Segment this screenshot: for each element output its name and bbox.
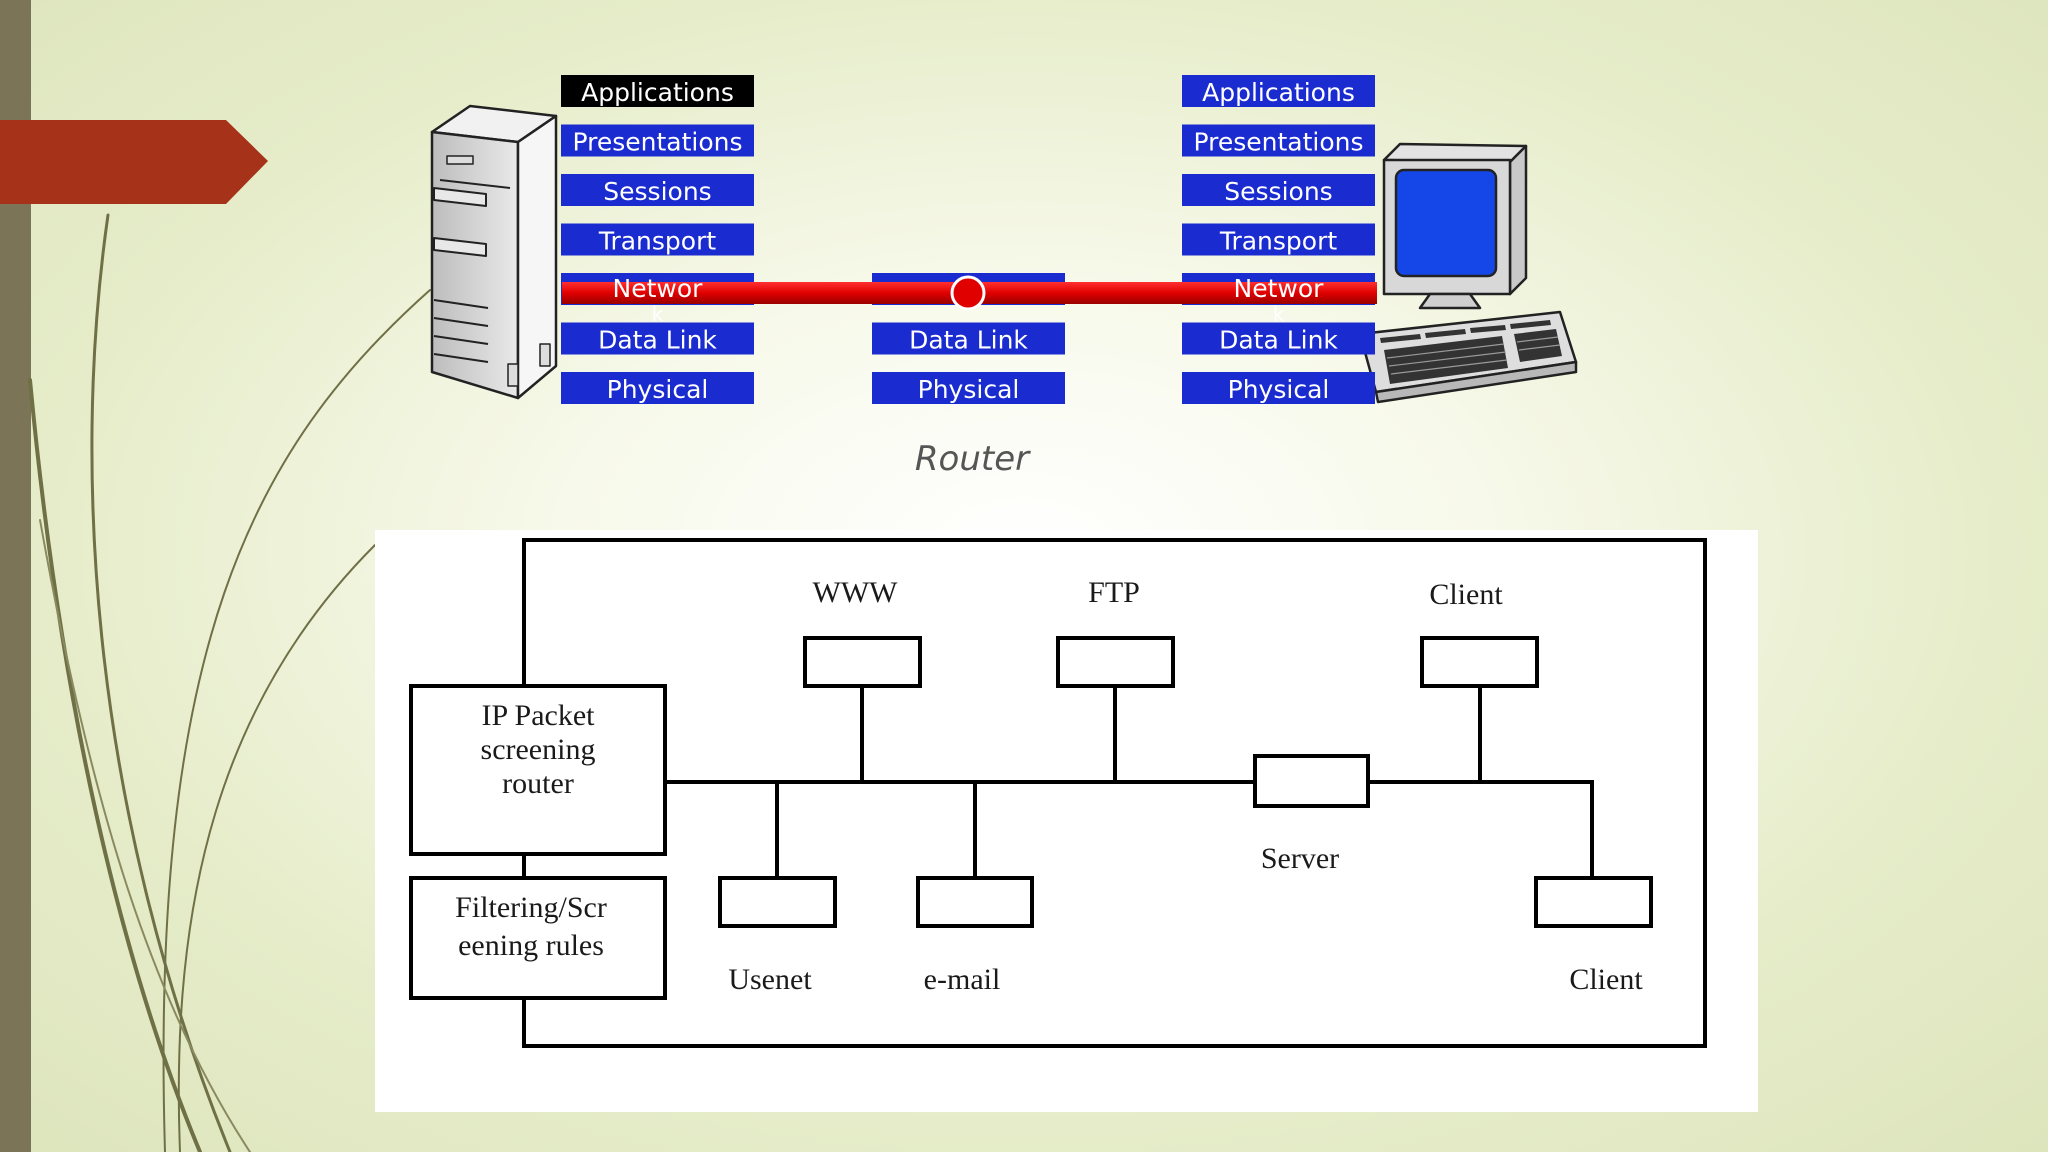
layer-label: Physical xyxy=(1228,375,1330,404)
layer-label: Data Link xyxy=(598,326,717,355)
layer-box xyxy=(561,372,754,404)
layer-box xyxy=(1182,124,1375,157)
router-label: Router xyxy=(915,439,1031,479)
layer-label: Presentations xyxy=(572,128,742,157)
layer-label: Data Link xyxy=(1219,326,1338,355)
layer-box xyxy=(872,372,1065,404)
layer-label: Sessions xyxy=(1224,177,1332,206)
ftp-node xyxy=(1056,636,1175,688)
client-bottom-node xyxy=(1534,876,1653,928)
layer-label: Applications xyxy=(1202,78,1355,107)
layer-box xyxy=(1182,75,1375,107)
filtering-rules-box xyxy=(409,876,667,1000)
right-osi-stack: ApplicationsPresentationsSessionsTranspo… xyxy=(1182,75,1375,404)
server-tower-icon xyxy=(430,104,558,400)
layer-box xyxy=(561,75,754,107)
layer-label: Applications xyxy=(581,78,734,107)
layer-label: Data Link xyxy=(909,326,1028,355)
www-label: WWW xyxy=(813,576,899,609)
layer-label: Transport xyxy=(598,227,717,256)
ftp-label: FTP xyxy=(1088,576,1140,609)
email-node xyxy=(916,876,1034,928)
email-label: e-mail xyxy=(924,963,1001,996)
ip-packet-screening-router-box xyxy=(409,684,667,856)
client-top-label: Client xyxy=(1429,578,1503,611)
layer-box xyxy=(1182,372,1375,404)
left-osi-stack: ApplicationsPresentationsSessionsTranspo… xyxy=(561,75,754,404)
layer-box xyxy=(561,322,754,355)
layer-box xyxy=(561,174,754,206)
router-node-icon xyxy=(950,275,986,311)
layer-label: Transport xyxy=(1219,227,1338,256)
layer-box xyxy=(561,124,754,157)
layer-label: Presentations xyxy=(1193,128,1363,157)
layer-box xyxy=(1182,223,1375,256)
layer-label: Physical xyxy=(607,375,709,404)
layer-box xyxy=(561,223,754,256)
layer-label: Sessions xyxy=(603,177,711,206)
layer-box xyxy=(872,322,1065,355)
client-top-node xyxy=(1420,636,1539,688)
layer-box xyxy=(1182,322,1375,355)
usenet-label: Usenet xyxy=(728,963,812,996)
layer-label: Physical xyxy=(918,375,1020,404)
usenet-node xyxy=(718,876,837,928)
decorative-swoosh-lines xyxy=(28,213,431,1152)
title-accent-arrow xyxy=(0,120,268,204)
server-label: Server xyxy=(1261,842,1339,875)
layer-box xyxy=(1182,174,1375,206)
server-node xyxy=(1253,754,1370,808)
desktop-computer-icon xyxy=(1358,142,1578,404)
outer-network-loop xyxy=(522,538,1707,1048)
network-link xyxy=(562,275,1377,311)
osi-diagram: ApplicationsPresentationsSessionsTranspo… xyxy=(430,75,1578,479)
client-bottom-label: Client xyxy=(1569,963,1643,996)
www-node xyxy=(803,636,922,688)
